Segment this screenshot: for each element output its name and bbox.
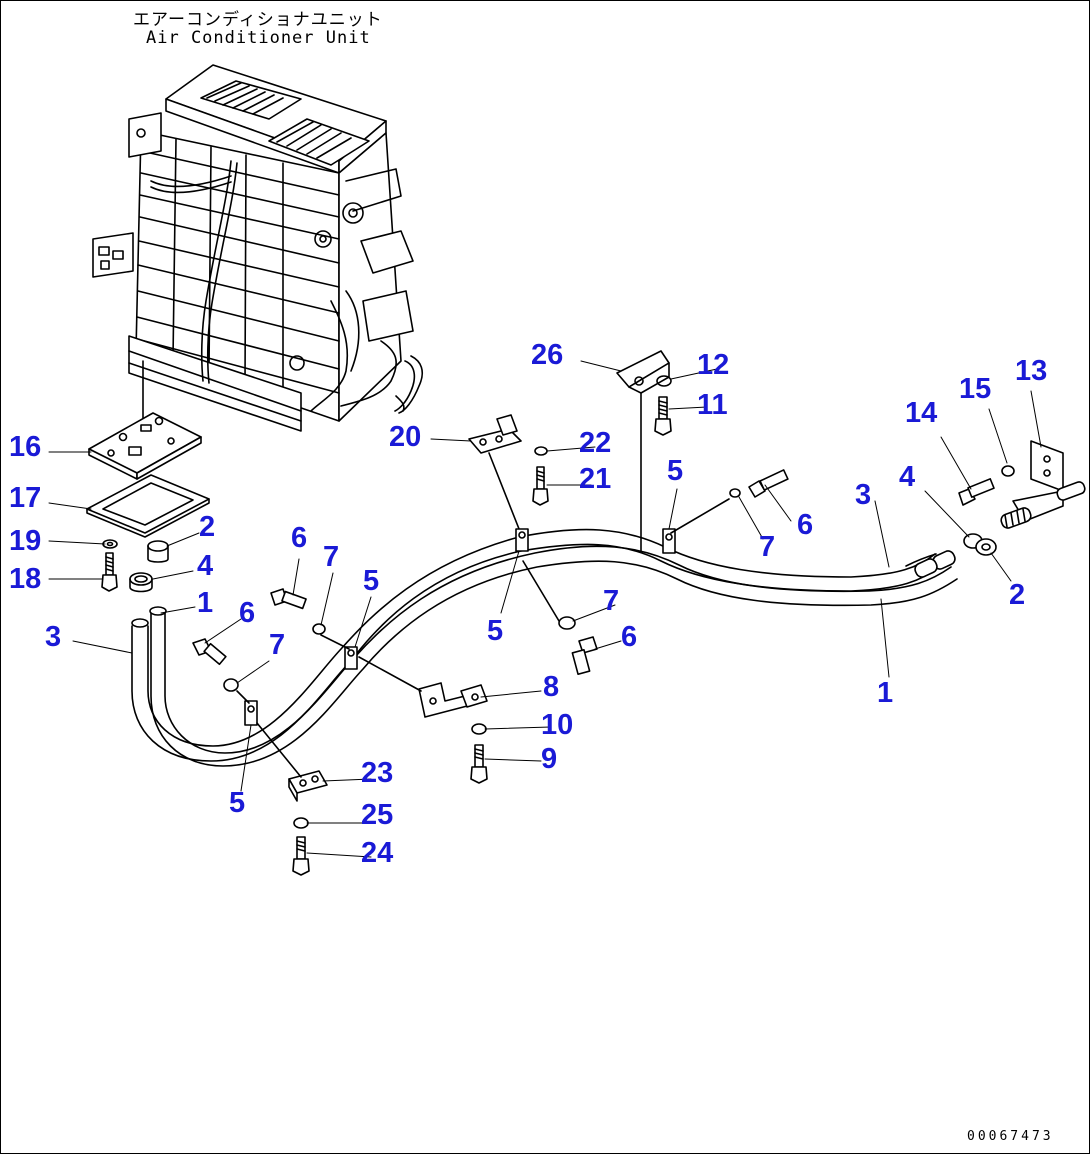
bolt-icon	[958, 478, 995, 506]
callout-21: 21	[579, 463, 612, 495]
callout-23: 23	[361, 757, 394, 789]
bracket-icon	[468, 414, 522, 454]
washer-icon	[656, 375, 672, 387]
callout-1-right: 1	[877, 677, 894, 709]
bolt-icon	[571, 636, 598, 675]
bolt-icon	[101, 552, 118, 592]
bracket-icon	[616, 350, 670, 394]
washer-icon	[1001, 465, 1015, 477]
callout-11: 11	[697, 389, 728, 421]
callout-2-right: 2	[1009, 579, 1026, 611]
bolt-icon	[292, 836, 310, 876]
callout-15: 15	[959, 373, 992, 405]
callout-7-b: 7	[269, 629, 286, 661]
title-english: Air Conditioner Unit	[146, 28, 371, 48]
washer-icon	[471, 723, 487, 735]
callout-24: 24	[361, 837, 394, 869]
washer-icon	[558, 616, 576, 630]
title-japanese: エアーコンディショナユニット	[133, 10, 383, 30]
callout-leaders	[48, 360, 1042, 858]
bracket-icon	[1000, 440, 1086, 529]
callout-12: 12	[697, 349, 730, 381]
callout-18: 18	[9, 563, 42, 595]
bolt-icon	[470, 744, 488, 784]
callout-25: 25	[361, 799, 394, 831]
callout-3-left: 3	[45, 621, 62, 653]
callout-5-d: 5	[667, 455, 684, 487]
callout-5-a: 5	[363, 565, 380, 597]
callout-2-left: 2	[199, 511, 216, 543]
callout-14: 14	[905, 397, 938, 429]
callout-22: 22	[579, 427, 612, 459]
air-conditioner-unit-icon	[92, 64, 423, 432]
callout-9: 9	[541, 743, 558, 775]
hose-icon	[131, 528, 958, 767]
callout-13: 13	[1015, 355, 1048, 387]
callout-4-right: 4	[899, 461, 916, 493]
bolt-icon	[748, 469, 789, 498]
callout-4-left: 4	[197, 550, 214, 582]
callout-5-c: 5	[487, 615, 504, 647]
callout-3-right: 3	[855, 479, 872, 511]
callout-6-b: 6	[239, 597, 256, 629]
callout-6-a: 6	[291, 522, 308, 554]
callout-7-c: 7	[603, 585, 620, 617]
bolt-icon	[532, 466, 549, 506]
washer-icon	[223, 678, 239, 692]
bolt-icon	[270, 588, 307, 610]
bolt-icon	[192, 638, 227, 666]
cap-icon	[147, 540, 169, 563]
clamp-icon	[129, 572, 153, 593]
callout-19: 19	[9, 525, 42, 557]
document-number: 00067473	[967, 1129, 1054, 1144]
washer-icon	[729, 488, 741, 498]
callout-7-d: 7	[759, 531, 776, 563]
callout-16: 16	[9, 431, 42, 463]
bracket-icon	[288, 770, 328, 802]
plate-icon	[88, 412, 202, 480]
callout-6-c: 6	[621, 621, 638, 653]
callout-17: 17	[9, 482, 42, 514]
bracket-icon	[418, 682, 488, 718]
callout-10: 10	[541, 709, 574, 741]
washer-icon	[312, 623, 326, 635]
washer-icon	[293, 817, 309, 829]
callout-20: 20	[389, 421, 422, 453]
bolt-icon	[654, 396, 672, 436]
callout-5-b: 5	[229, 787, 246, 819]
callout-6-d: 6	[797, 509, 814, 541]
gasket-icon	[86, 474, 210, 538]
callout-26: 26	[531, 339, 564, 371]
callout-1-left: 1	[197, 587, 214, 619]
clamp-icon	[963, 533, 997, 556]
callout-8: 8	[543, 671, 560, 703]
washer-icon	[534, 446, 548, 456]
callout-7-a: 7	[323, 541, 340, 573]
